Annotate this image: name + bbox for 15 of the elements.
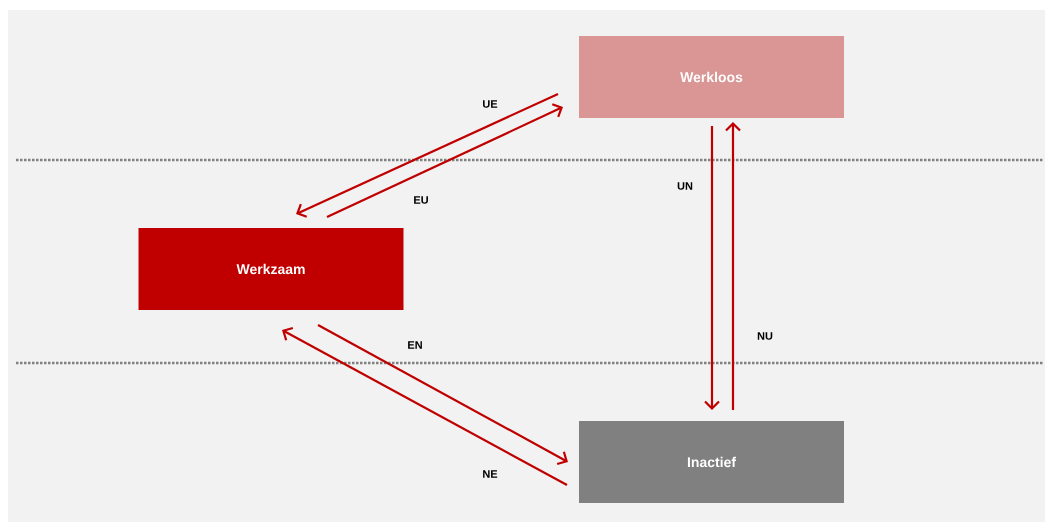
state-box: Werkloos xyxy=(579,36,844,118)
arrow xyxy=(282,326,568,486)
edge-label: EN xyxy=(406,340,424,350)
arrow xyxy=(317,324,568,466)
edge-label: NE xyxy=(481,469,499,479)
edge-label: EU xyxy=(412,195,430,205)
edge-label: NU xyxy=(756,331,774,341)
edge-label: UN xyxy=(676,181,694,191)
arrow xyxy=(704,126,720,410)
arrow xyxy=(296,93,559,218)
edge-label: UE xyxy=(481,99,499,109)
state-box: Werkzaam xyxy=(138,228,404,310)
state-box: Inactief xyxy=(579,421,844,503)
arrow xyxy=(326,103,563,218)
arrow xyxy=(725,122,741,410)
